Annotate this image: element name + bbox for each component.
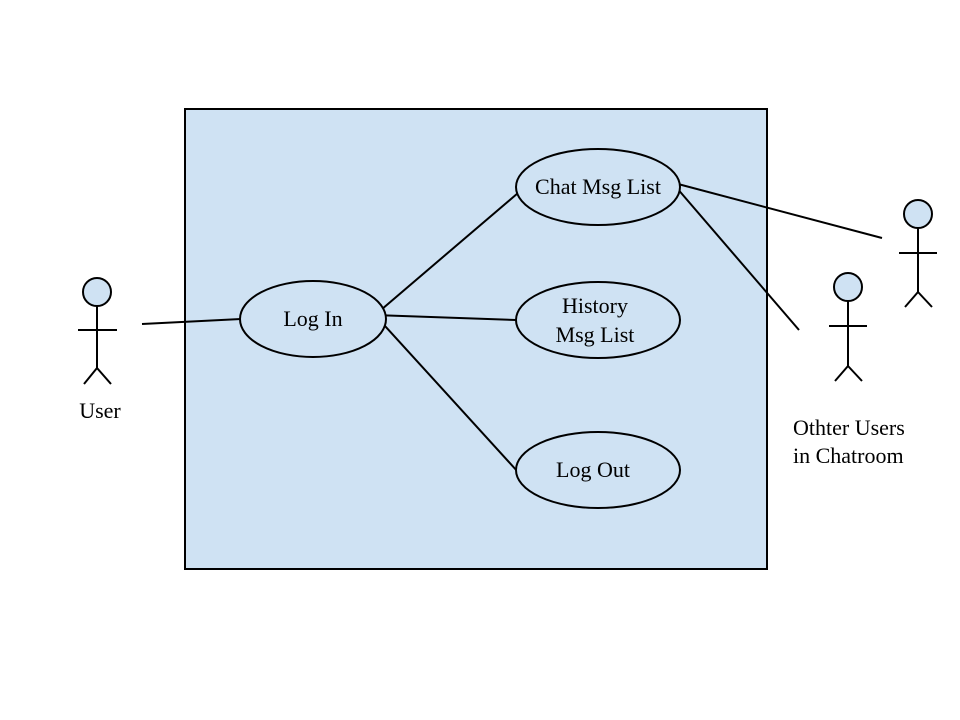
use-case-history-msg-list-ellipse xyxy=(515,281,681,359)
association-chat-other1 xyxy=(677,183,883,239)
use-case-log-out-label: Log Out xyxy=(556,457,630,482)
use-case-log-in: Log In xyxy=(239,280,387,358)
use-case-history-msg-list-label-line2: Msg List xyxy=(556,322,635,347)
actor-others-label-line2: in Chatroom xyxy=(793,443,904,468)
use-case-chat-msg-list: Chat Msg List xyxy=(515,148,681,226)
actor-other-user-1-leg-left xyxy=(904,291,919,308)
association-login-logout xyxy=(374,314,519,473)
actor-user-leg-right xyxy=(96,367,112,385)
use-case-history-msg-list-label-line1: History xyxy=(562,293,628,318)
use-case-log-out-ellipse xyxy=(515,431,681,509)
association-chat-other2 xyxy=(675,186,800,331)
actor-other-user-2-leg-left xyxy=(834,365,849,382)
association-login-history xyxy=(374,314,517,321)
use-case-history-msg-list: History Msg List xyxy=(515,281,681,359)
actor-other-user-1-head xyxy=(903,199,933,229)
actor-other-user-1-leg-right xyxy=(917,291,933,308)
actor-user-head xyxy=(82,277,112,307)
association-user-login xyxy=(141,318,242,325)
actor-user-leg-left xyxy=(83,367,98,385)
actor-other-user-2-leg-right xyxy=(847,365,863,382)
actor-other-user-1 xyxy=(899,199,937,308)
use-case-log-in-label: Log In xyxy=(283,306,342,331)
actor-other-user-2 xyxy=(829,272,867,382)
use-case-chat-msg-list-ellipse xyxy=(515,148,681,226)
actor-user-label: User xyxy=(79,398,121,423)
actor-others-label-line1: Othter Users xyxy=(793,415,905,440)
use-case-chat-msg-list-label: Chat Msg List xyxy=(535,174,661,199)
use-case-log-in-ellipse xyxy=(239,280,387,358)
actor-other-user-2-head xyxy=(833,272,863,302)
actor-user: User xyxy=(78,277,121,423)
association-login-chat xyxy=(374,192,519,316)
use-case-log-out: Log Out xyxy=(515,431,681,509)
